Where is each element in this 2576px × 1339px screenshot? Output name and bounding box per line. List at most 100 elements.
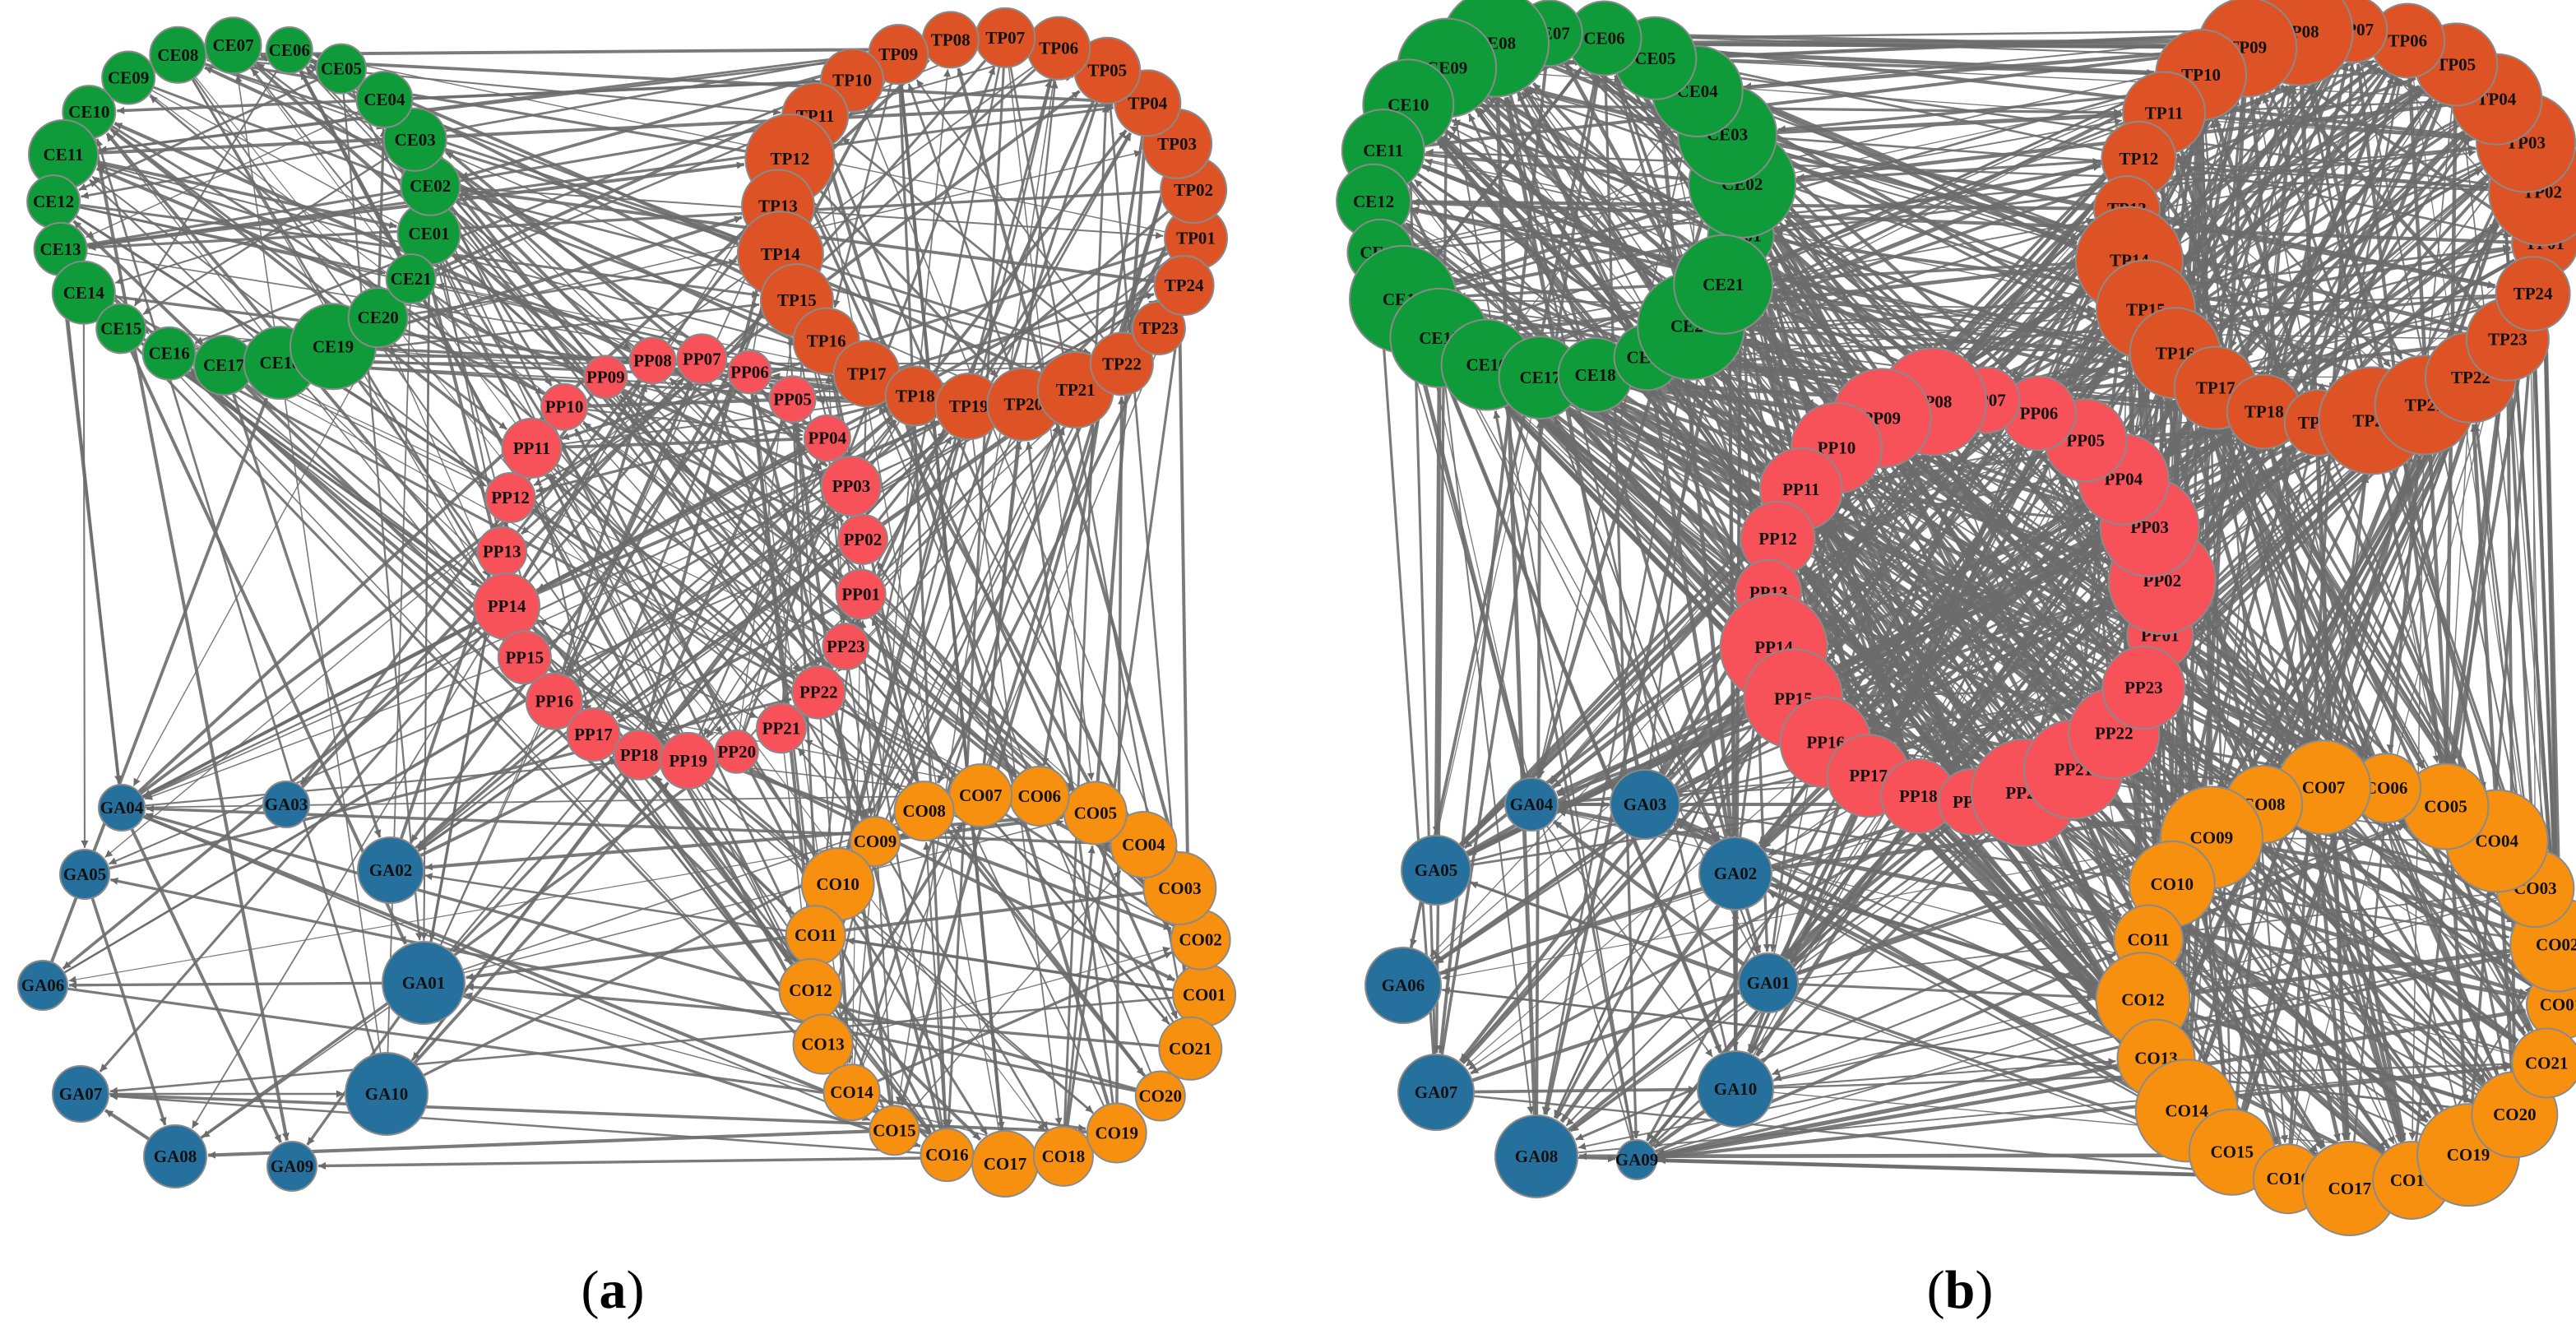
node-TP24: TP24 <box>2495 256 2571 332</box>
node-circle <box>345 1052 429 1136</box>
edge-GA02-PP04 <box>1759 511 2092 850</box>
edge-CE03-TP14 <box>444 147 739 243</box>
node-label: CO02 <box>2536 934 2576 954</box>
edge-CE09-CO01 <box>1483 98 2535 983</box>
edge-CO20-TP16 <box>2193 395 2499 1077</box>
edge-CO19-PP01 <box>871 618 1105 1107</box>
edge-CE11-CE01 <box>96 160 397 229</box>
edge-PP09-CO18 <box>615 395 1049 1130</box>
node-circle <box>822 1063 881 1122</box>
edge-GA07-CE06 <box>1440 76 1601 1055</box>
edge-GA04-CE13 <box>60 276 121 785</box>
node-PP13: PP13 <box>476 526 528 577</box>
node-PP04: PP04 <box>803 414 851 462</box>
node-label: CO17 <box>984 1154 1027 1174</box>
node-circle <box>355 70 414 128</box>
edge-GA09-CE09 <box>1452 118 1634 1141</box>
edge-PP08-TP06 <box>1974 63 2378 371</box>
edge-TP20-TP09 <box>907 83 1012 371</box>
node-PP17: PP17 <box>566 707 621 762</box>
node-circle <box>1158 1016 1223 1081</box>
node-label: CO04 <box>1122 835 1165 855</box>
node-label: CO19 <box>2447 1145 2490 1165</box>
edge-GA02-TP18 <box>414 415 893 850</box>
node-CO06: CO06 <box>1008 765 1070 827</box>
edge-TP04-CO06 <box>1041 135 1144 766</box>
edge-TP03-GA07 <box>1465 174 2490 1067</box>
node-GA02: GA02 <box>1698 836 1772 910</box>
edge-CO18-TP05 <box>1063 104 1110 1127</box>
node-label: CE06 <box>1583 28 1624 48</box>
node-PP07: PP07 <box>676 333 728 385</box>
edge-GA10-CE08 <box>1505 96 1729 1053</box>
node-label: CO13 <box>801 1035 845 1054</box>
node-PP23: PP23 <box>2101 646 2186 730</box>
edge-GA06-CO19 <box>67 987 1086 1132</box>
edge-GA04-TP05 <box>1550 90 2425 790</box>
edge-TP16-TP03 <box>2212 167 2483 331</box>
node-CE09: CE09 <box>101 50 156 105</box>
node-label: CO18 <box>1042 1147 1086 1166</box>
edge-TP03-CO15 <box>900 176 1170 1106</box>
node-circle <box>1089 331 1154 396</box>
edge-CO05-TP23 <box>2449 381 2505 765</box>
node-label: GA10 <box>365 1084 409 1104</box>
node-label: CE14 <box>63 283 105 303</box>
node-CO21: CO21 <box>2511 1027 2576 1099</box>
edge-PP07-GA05 <box>104 374 683 859</box>
node-circle <box>204 16 262 75</box>
edge-CE15-GA08 <box>1444 387 1535 1114</box>
edge-PP14-CE15 <box>141 343 481 588</box>
node-TP19: TP19 <box>934 373 1003 441</box>
node-label: PP08 <box>633 350 672 370</box>
nodes-layer: CE01CE02CE03CE04CE05CE06CE07CE08CE09CE10… <box>1336 0 2576 1236</box>
node-label: TP23 <box>1139 318 1179 338</box>
edge-GA01-CO12 <box>1797 983 2095 1001</box>
edge-TP12-TP20 <box>819 190 998 378</box>
edge-CO20-TP22 <box>2470 424 2514 1073</box>
edge-CO06-PP16 <box>583 704 1011 791</box>
node-CO21: CO21 <box>1158 1016 1223 1081</box>
node-label: PP05 <box>2066 430 2105 450</box>
node-CO17: CO17 <box>971 1129 1040 1198</box>
node-TP08: TP08 <box>921 11 980 69</box>
node-label: TP16 <box>807 331 846 351</box>
node-label: GA08 <box>1515 1147 1559 1166</box>
node-TP09: TP09 <box>868 24 929 86</box>
node-label: CO04 <box>2476 831 2519 850</box>
edge-PP11-CO21 <box>1832 512 2519 1043</box>
node-label: TP01 <box>1176 229 1216 248</box>
node-PP23: PP23 <box>822 623 870 671</box>
node-label: GA06 <box>21 975 65 995</box>
node-label: CE07 <box>212 35 253 55</box>
edge-GA09-CO02 <box>1655 953 2511 1157</box>
node-label: GA07 <box>1415 1082 1458 1102</box>
node-label: GA01 <box>402 973 446 993</box>
node-label: TP06 <box>1039 39 1078 58</box>
edge-PP14-CE16 <box>191 369 481 588</box>
node-GA07: GA07 <box>1397 1054 1475 1131</box>
edge-CO18-GA01 <box>465 992 1035 1150</box>
node-label: CE06 <box>269 40 310 60</box>
node-label: TP23 <box>2488 330 2527 350</box>
node-label: PP23 <box>2124 678 2163 697</box>
edge-GA04-PP14 <box>141 620 477 799</box>
edge-CO03-TP23 <box>2506 382 2535 850</box>
node-label: GA03 <box>1624 795 1667 814</box>
edge-CE20-CE04 <box>378 128 387 289</box>
edge-TP12-CE08 <box>206 57 747 153</box>
node-circle <box>95 303 147 354</box>
edge-CE10-TP11 <box>1453 104 2122 117</box>
node-circle <box>315 43 367 95</box>
edges-layer <box>49 39 1194 1170</box>
node-label: PP22 <box>799 683 838 702</box>
node-CE17: CE17 <box>193 335 255 396</box>
node-CE07: CE07 <box>204 16 262 75</box>
node-label: TP22 <box>1102 354 1142 373</box>
node-GA02: GA02 <box>357 836 424 904</box>
edge-PP09-PP04 <box>626 382 804 433</box>
node-label: TP18 <box>896 386 935 405</box>
edge-GA01-GA04 <box>1552 819 1746 967</box>
node-label: PP04 <box>808 429 846 448</box>
edge-TP14-PP06 <box>2058 306 2103 381</box>
